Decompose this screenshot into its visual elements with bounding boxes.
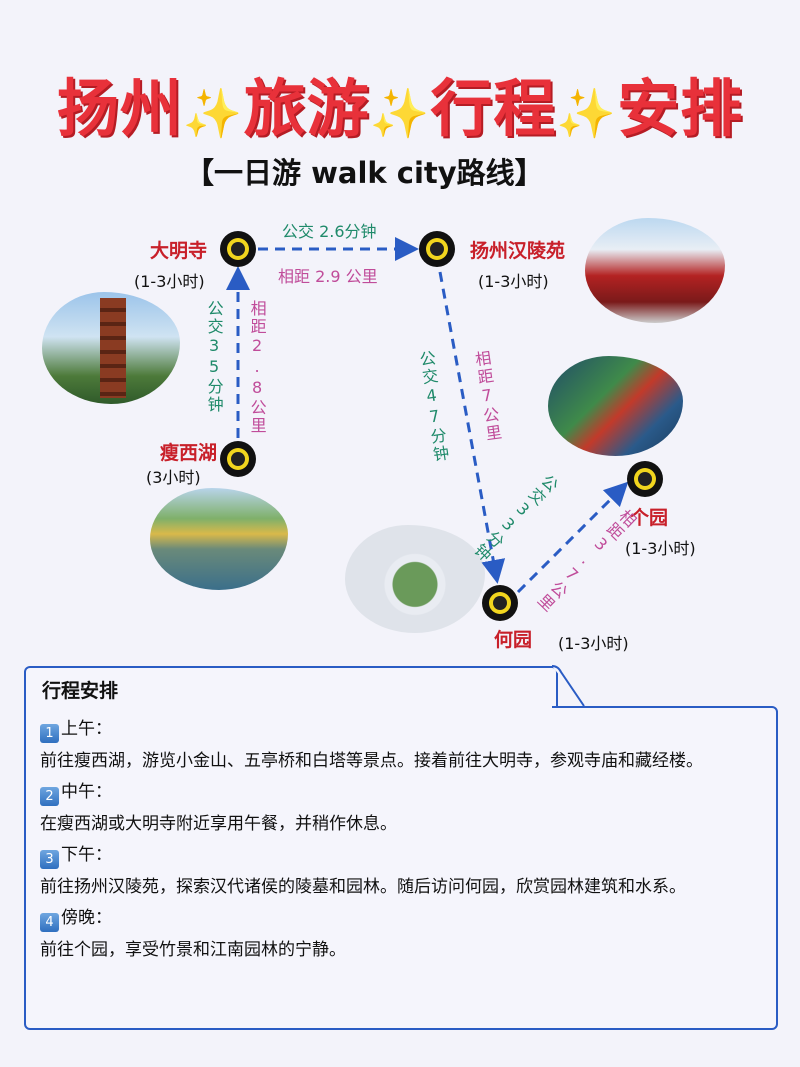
duration-daming: (1-3小时): [134, 272, 205, 291]
duration-shouxihu: (3小时): [146, 468, 201, 487]
place-hanling: 扬州汉陵苑: [470, 240, 566, 262]
sparkle-icon: ✨: [556, 86, 618, 142]
item-text: 在瘦西湖或大明寺附近享用午餐，并稍作休息。: [40, 813, 397, 834]
photo-hanling: [585, 218, 725, 323]
item-label: 中午：: [61, 782, 112, 802]
title-part: 扬州: [56, 72, 183, 145]
number-2-icon: 2: [40, 787, 59, 806]
item-label: 傍晚：: [61, 908, 112, 928]
photo-heyuan: [345, 525, 485, 633]
sparkle-icon: ✨: [369, 86, 431, 142]
duration-heyuan: (1-3小时): [558, 634, 629, 653]
item-label: 上午：: [61, 719, 112, 739]
schedule-tab: [24, 666, 558, 708]
route-map: [220, 231, 663, 621]
route-hanling-heyuan: [438, 271, 506, 584]
title-part: 安排: [617, 72, 744, 145]
node-hanling-icon: [419, 231, 455, 267]
title-part: 旅游: [243, 72, 370, 145]
place-geyuan: 个园: [630, 507, 669, 529]
distance-shouxihu-daming: 相距2.8公里: [247, 300, 267, 435]
item-text: 前往瘦西湖，游览小金山、五亭桥和白塔等景点。接着前往大明寺，参观寺庙和藏经楼。: [40, 750, 703, 771]
distance-daming-hanling: 相距 2.9 公里: [278, 267, 378, 286]
number-3-icon: 3: [40, 850, 59, 869]
node-markers: [220, 231, 663, 621]
bus-daming-hanling: 公交 2.6分钟: [282, 222, 377, 241]
bus-shouxihu-daming: 公交35分钟: [204, 300, 224, 414]
node-shouxihu-icon: [220, 441, 256, 477]
item-label: 下午：: [61, 845, 112, 865]
place-heyuan: 何园: [494, 629, 533, 651]
photo-shouxihu: [150, 488, 288, 590]
item-text: 前往扬州汉陵苑，探索汉代诸侯的陵墓和园林。随后访问何园，欣赏园林建筑和水系。: [40, 876, 686, 897]
number-1-icon: 1: [40, 724, 59, 743]
photo-geyuan: [548, 356, 683, 456]
node-heyuan-icon: [482, 585, 518, 621]
schedule-heading: 行程安排: [42, 680, 119, 702]
photo-daming-pagoda: [42, 292, 180, 404]
duration-hanling: (1-3小时): [478, 272, 549, 291]
schedule-box: [24, 706, 778, 1030]
title-part: 行程: [430, 72, 557, 145]
node-geyuan-icon: [627, 461, 663, 497]
tab-slant: [551, 665, 585, 707]
sparkle-icon: ✨: [182, 86, 244, 142]
place-daming: 大明寺: [150, 240, 208, 262]
route-heyuan-geyuan: [516, 481, 629, 594]
place-shouxihu: 瘦西湖: [160, 442, 218, 464]
item-text: 前往个园，享受竹景和江南园林的宁静。: [40, 939, 346, 960]
node-daming-icon: [220, 231, 256, 267]
page-title: 扬州✨旅游✨行程✨安排: [0, 58, 800, 148]
number-4-icon: 4: [40, 913, 59, 932]
duration-geyuan: (1-3小时): [625, 539, 696, 558]
subtitle: 【一日游 walk city路线】: [185, 156, 544, 190]
